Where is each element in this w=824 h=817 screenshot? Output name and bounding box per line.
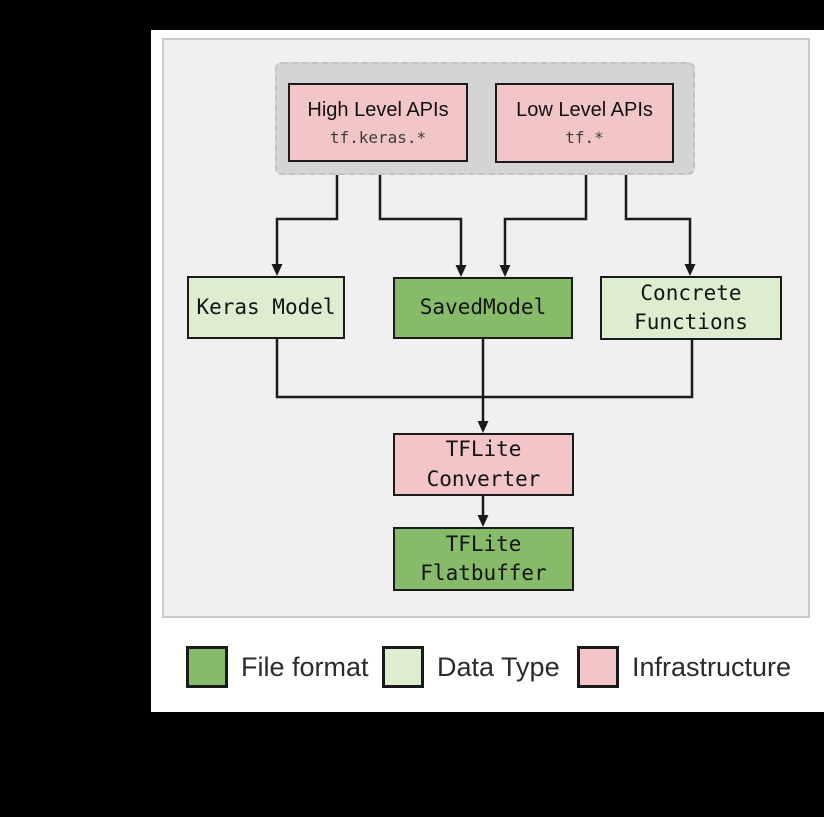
connector-low-to-savedmodel bbox=[503, 163, 588, 265]
high-level-apis-subtitle: tf.keras.* bbox=[329, 127, 427, 147]
connector-high-to-keras bbox=[275, 162, 339, 264]
keras-model-label: Keras Model bbox=[196, 294, 336, 319]
arrowhead-to-keras bbox=[271, 264, 283, 276]
infrastructure-swatch bbox=[577, 646, 619, 688]
node-low-level-apis: Low Level APIs tf.* bbox=[495, 83, 674, 163]
low-level-apis-title: Low Level APIs bbox=[516, 99, 653, 122]
diagram-panel: High Level APIs tf.keras.* Low Level API… bbox=[162, 38, 810, 618]
low-level-apis-subtitle: tf.* bbox=[565, 128, 604, 148]
legend-item-file-format: File format bbox=[186, 646, 369, 688]
arrowhead-low-to-savedmodel bbox=[499, 265, 511, 277]
tflite-flatbuffer-label: TFLite Flatbuffer bbox=[420, 531, 547, 585]
arrowhead-high-to-savedmodel bbox=[455, 265, 467, 277]
file-format-label: File format bbox=[241, 651, 369, 682]
concrete-functions-label: Concrete Functions bbox=[634, 280, 748, 334]
legend-item-infrastructure: Infrastructure bbox=[577, 646, 791, 688]
arrowhead-to-converter bbox=[477, 421, 489, 433]
file-format-swatch bbox=[186, 646, 228, 688]
figure-canvas: High Level APIs tf.keras.* Low Level API… bbox=[151, 30, 824, 712]
node-high-level-apis: High Level APIs tf.keras.* bbox=[288, 83, 468, 162]
high-level-apis-title: High Level APIs bbox=[307, 98, 449, 121]
node-saved-model: SavedModel bbox=[393, 277, 573, 339]
data-type-swatch bbox=[382, 646, 424, 688]
tflite-converter-label: TFLite Converter bbox=[426, 437, 541, 491]
infrastructure-label: Infrastructure bbox=[632, 651, 792, 682]
connector-high-to-savedmodel bbox=[378, 162, 463, 265]
node-concrete-functions: Concrete Functions bbox=[600, 276, 782, 340]
arrowhead-to-flatbuffer bbox=[477, 515, 489, 527]
node-keras-model: Keras Model bbox=[187, 276, 345, 339]
connector-low-to-concrete bbox=[624, 163, 692, 264]
saved-model-label: SavedModel bbox=[419, 295, 547, 320]
legend-item-data-type: Data Type bbox=[382, 646, 560, 688]
connector-merge-bus bbox=[275, 339, 694, 399]
data-type-label: Data Type bbox=[437, 651, 560, 682]
arrowhead-to-concrete bbox=[684, 264, 696, 276]
node-tflite-flatbuffer: TFLite Flatbuffer bbox=[393, 527, 574, 591]
node-tflite-converter: TFLite Converter bbox=[393, 433, 574, 496]
